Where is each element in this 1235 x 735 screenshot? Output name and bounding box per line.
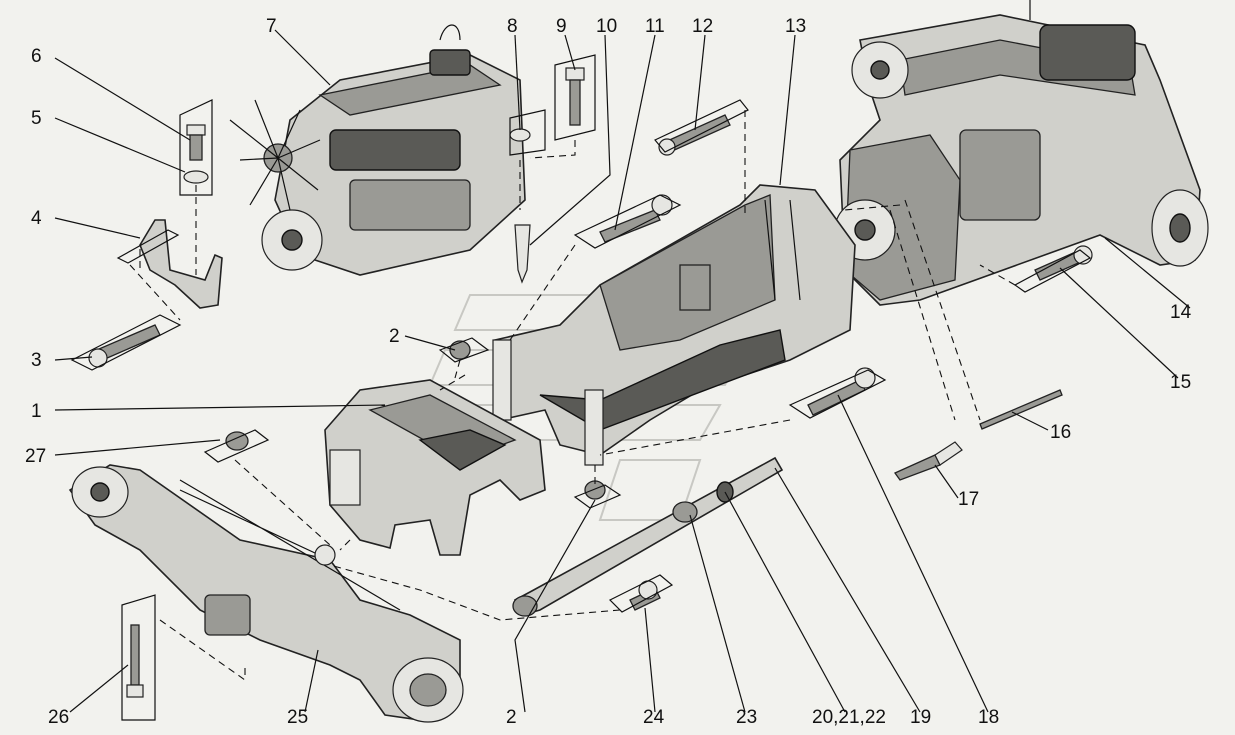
callout-label-2a: 2: [389, 326, 400, 347]
callout-label-23: 23: [736, 707, 757, 728]
assembly-dash-lines: [129, 110, 1016, 681]
callout-label-25: 25: [287, 707, 308, 728]
callout-label-24: 24: [643, 707, 665, 728]
small-parts: [88, 67, 1093, 698]
frame-part-13: [492, 184, 856, 466]
callout-label-18: 18: [978, 707, 999, 728]
front-axle-part-25: [68, 464, 464, 723]
callout-label-14: 14: [1170, 302, 1192, 323]
callout-label-2b: 2: [506, 707, 517, 728]
callout-label-26: 26: [48, 707, 69, 728]
leader-lines: [54, 29, 1191, 713]
callout-label-11: 11: [645, 16, 665, 37]
callout-label-12: 12: [692, 16, 713, 37]
callout-label-19: 19: [910, 707, 931, 728]
callout-label-10: 10: [596, 16, 617, 37]
callout-label-13: 13: [785, 16, 806, 37]
callout-label-5: 5: [31, 108, 42, 129]
callout-label-16: 16: [1050, 422, 1071, 443]
front-beam-part-1: [324, 379, 546, 556]
callout-label-20-22: 20,21,22: [812, 707, 886, 728]
callout-label-1: 1: [31, 401, 42, 422]
callout-label-9: 9: [556, 16, 567, 37]
engine-fan: [229, 99, 321, 211]
callout-label-6: 6: [31, 46, 42, 67]
callout-label-15: 15: [1170, 372, 1191, 393]
callout-label-27: 27: [25, 446, 46, 467]
callout-label-8: 8: [507, 16, 518, 37]
part-frames: [70, 54, 1092, 721]
callout-label-4: 4: [31, 208, 42, 229]
callout-label-17: 17: [958, 489, 979, 510]
callout-label-3: 3: [31, 350, 42, 371]
engine-part-7: [229, 24, 526, 276]
transmission-part-14: [834, 0, 1209, 306]
drive-shaft-part-23: [512, 456, 784, 617]
callout-labels: 1 2 2 3 4 5 6 7 8 9 10 11 12 13 14 15 16…: [25, 16, 1192, 728]
callout-label-7: 7: [266, 16, 277, 37]
